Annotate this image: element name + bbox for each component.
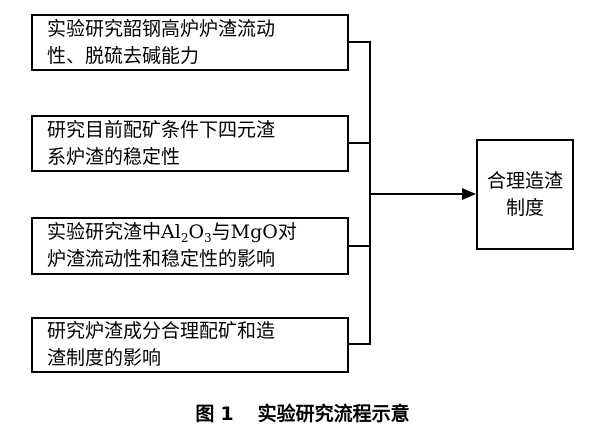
box-al2o3-mgo-effect: 实验研究渣中Al2O3与MgO对 炉渣流动性和稳定性的影响 bbox=[31, 217, 349, 275]
box-ore-blending: 研究炉渣成分合理配矿和造 渣制度的影响 bbox=[31, 317, 349, 373]
box-slag-fluidity: 实验研究韶钢高炉炉渣流动 性、脱硫去碱能力 bbox=[31, 14, 349, 71]
box-slag-stability: 研究目前配矿条件下四元渣 系炉渣的稳定性 bbox=[31, 115, 349, 172]
box2-line1: 研究目前配矿条件下四元渣 bbox=[47, 118, 276, 141]
caption-figure-number: 1 bbox=[220, 403, 234, 425]
caption-text: 实验研究流程示意 bbox=[257, 403, 410, 425]
target-line1: 合理造渣 bbox=[486, 169, 563, 192]
box2-line2: 系炉渣的稳定性 bbox=[47, 145, 181, 168]
box4-line2: 渣制度的影响 bbox=[47, 347, 162, 369]
caption-figure-label: 图 bbox=[195, 403, 215, 425]
box3-line2: 炉渣流动性和稳定性的影响 bbox=[47, 248, 276, 270]
box1-line2: 性、脱硫去碱能力 bbox=[47, 44, 200, 67]
box4-line1: 研究炉渣成分合理配矿和造 bbox=[47, 320, 276, 342]
arrow-head bbox=[462, 188, 476, 200]
box-target-slag-system: 合理造渣 制度 bbox=[476, 139, 574, 250]
box1-line1: 实验研究韶钢高炉炉渣流动 bbox=[47, 17, 276, 40]
target-line2: 制度 bbox=[505, 196, 544, 219]
box3-line1: 实验研究渣中Al2O3与MgO对 bbox=[47, 221, 297, 245]
